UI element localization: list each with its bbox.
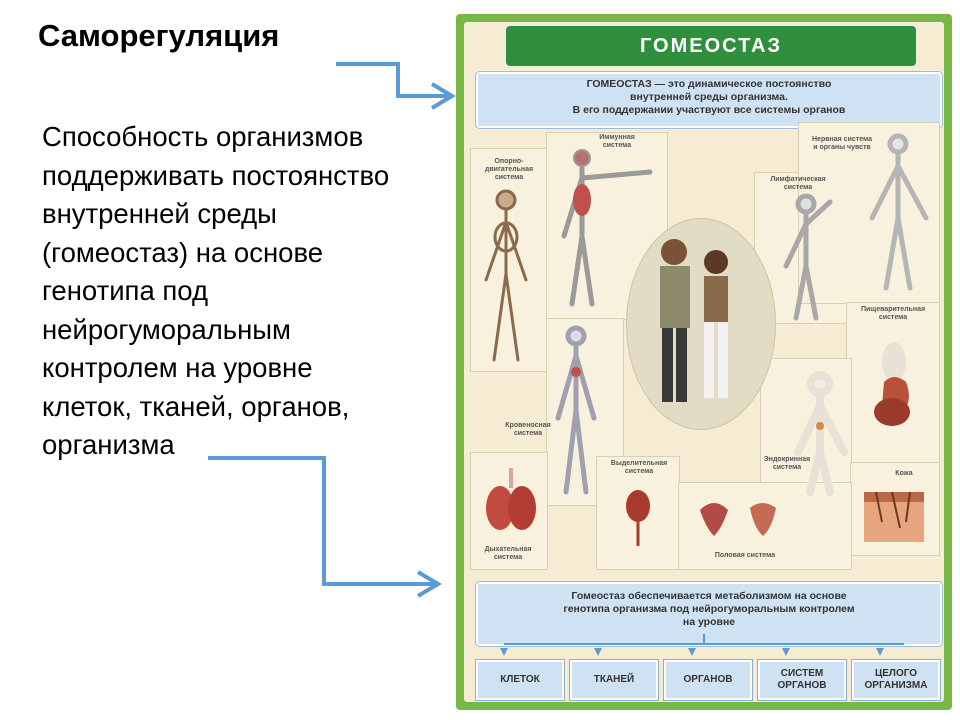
system-label-endocrine: Эндокринная система	[752, 456, 822, 472]
system-label-nervous: Нервная система и органы чувств	[802, 136, 882, 152]
system-label-lymphatic: Лимфатическая система	[760, 176, 836, 192]
info-line: генотипа организма под нейрогуморальным …	[563, 603, 855, 615]
level-label: СИСТЕМ	[780, 668, 824, 679]
level-cells: КЛЕТОК	[476, 660, 564, 700]
level-organ-systems: СИСТЕМ ОРГАНОВ	[758, 660, 846, 700]
lymphatic-figure-icon	[783, 193, 833, 321]
center-oval	[626, 218, 776, 430]
level-label: ОРГАНИЗМА	[864, 680, 928, 691]
system-label-circulatory: Кровеносная система	[494, 422, 562, 438]
definition-line: внутренней среды	[42, 198, 277, 229]
immune-figure-icon	[561, 149, 653, 307]
label-line: двигательная	[484, 166, 534, 173]
label-line: система	[493, 554, 523, 561]
figures-illustration	[484, 133, 929, 546]
label-line: Нервная система	[812, 136, 872, 143]
circulatory-figure-icon	[555, 325, 597, 495]
label-line: система	[602, 142, 632, 149]
level-label: ЦЕЛОГО	[874, 668, 918, 679]
label-line: система	[878, 314, 908, 321]
label-line: Лимфатическая	[770, 176, 826, 183]
info-line: внутренней среды организма.	[630, 91, 788, 103]
definition-line: организма	[42, 429, 175, 460]
system-label-respiratory: Дыхательная система	[474, 546, 542, 562]
label-line: система	[624, 468, 654, 475]
level-label: ОРГАНОВ	[683, 674, 733, 685]
system-label-musculoskeletal: Опорно- двигательная система	[476, 158, 542, 182]
skeleton-icon	[484, 189, 528, 362]
level-arrow-icons	[500, 648, 884, 656]
info-line: В его поддержании участвуют все системы …	[572, 104, 846, 116]
label-line: Иммунная	[599, 134, 635, 141]
slide-title: Саморегуляция	[38, 18, 280, 53]
nervous-figure-icon	[869, 133, 929, 291]
level-whole-organism: ЦЕЛОГО ОРГАНИЗМА	[852, 660, 940, 700]
level-label: ТКАНЕЙ	[593, 674, 635, 685]
label-line: система	[513, 430, 543, 437]
definition-line: (гомеостаз) на основе	[42, 236, 324, 268]
lungs-icon	[486, 468, 536, 530]
level-label: КЛЕТОК	[500, 674, 540, 685]
level-tissues: ТКАНЕЙ	[570, 660, 658, 700]
poster-body: ГОМЕОСТАЗ ГОМЕОСТАЗ — это динамическое п…	[464, 22, 944, 702]
label-line: система	[494, 174, 524, 181]
label-line: Опорно-	[494, 158, 524, 165]
levels-connector	[500, 634, 904, 656]
label-line: система	[783, 184, 813, 191]
system-label-excretory: Выделительная система	[604, 460, 674, 476]
homeostasis-definition-box: ГОМЕОСТАЗ — это динамическое постоянство…	[476, 72, 942, 128]
info-line: на уровне	[682, 616, 736, 628]
system-label-digestive: Пищеварительная система	[850, 306, 936, 322]
definition-line: поддерживать постоянство	[42, 159, 390, 191]
homeostasis-poster: ГОМЕОСТАЗ ГОМЕОСТАЗ — это динамическое п…	[456, 14, 952, 710]
level-organs: ОРГАНОВ	[664, 660, 752, 700]
label-line: Половая система	[714, 552, 776, 559]
definition-line: нейрогуморальным	[42, 313, 291, 345]
system-label-reproductive: Половая система	[700, 552, 790, 560]
info-line: ГОМЕОСТАЗ — это динамическое постоянство	[586, 78, 832, 90]
levels-row: КЛЕТОК ТКАНЕЙ ОРГАНОВ СИСТЕМ ОРГАНОВ ЦЕЛ…	[476, 658, 946, 702]
definition-line: Способность организмов	[42, 121, 364, 152]
arrow-title-to-poster	[336, 62, 452, 98]
info-line: Гомеостаз обеспечивается метаболизмом на…	[571, 590, 847, 602]
definition-text: Способность организмов поддерживать пост…	[42, 118, 462, 465]
reproductive-organs-icon	[700, 503, 776, 536]
arrow-head-bottom-icon	[416, 570, 442, 598]
arrow-definition-to-poster	[208, 456, 436, 586]
system-label-skin: Кожа	[884, 470, 924, 478]
definition-line: генотипа под	[42, 275, 209, 306]
label-line: система	[772, 464, 802, 471]
definition-line: клеток, тканей, органов,	[42, 390, 350, 422]
label-line: Эндокринная	[763, 456, 811, 463]
label-line: Пищеварительная	[860, 306, 926, 313]
poster-header: ГОМЕОСТАЗ	[504, 24, 918, 68]
arrow-head-top-icon	[430, 82, 456, 110]
endocrine-figure-icon	[794, 371, 848, 496]
skin-tissue-icon	[864, 491, 924, 542]
definition-line: контролем на уровне	[42, 352, 313, 383]
system-label-immune: Иммунная система	[582, 134, 652, 150]
label-line: Кровеносная	[505, 422, 551, 429]
digestive-organs-icon	[874, 342, 910, 426]
endocrine-panel	[760, 358, 852, 486]
label-line: Кожа	[895, 470, 913, 477]
level-label: ОРГАНОВ	[777, 680, 827, 691]
people-icon	[660, 239, 728, 402]
label-line: Дыхательная	[484, 546, 532, 553]
musculoskeletal-panel	[470, 148, 548, 372]
label-line: Выделительная	[610, 460, 668, 467]
kidney-icon	[626, 490, 650, 546]
label-line: и органы чувств	[813, 144, 871, 151]
